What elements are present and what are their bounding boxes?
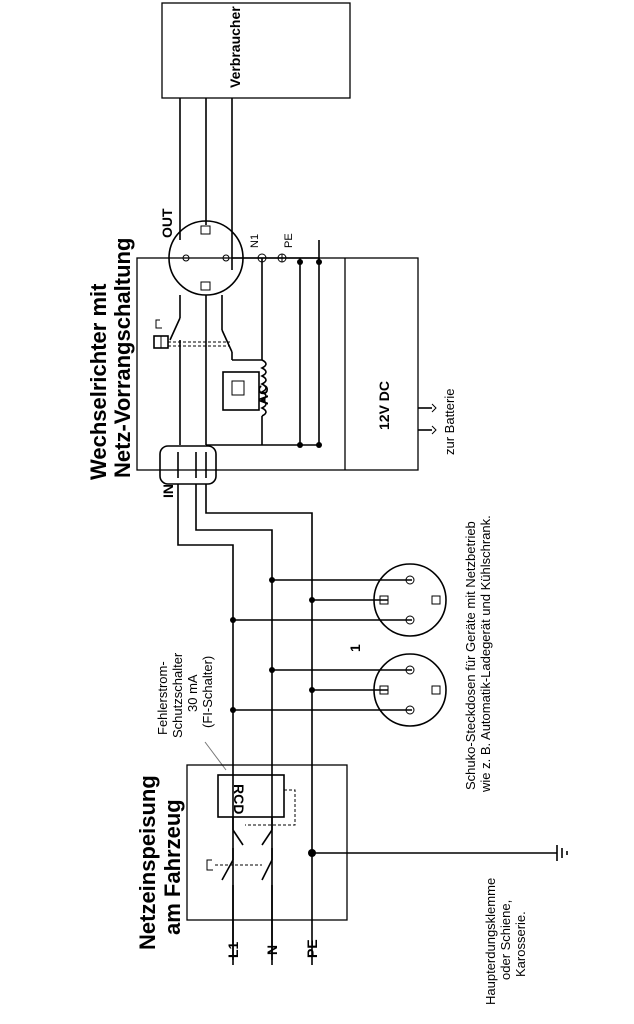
sockets-desc-1: Schuko-Steckdosen für Geräte mit Netzbet…	[463, 521, 478, 790]
schuko-socket-1	[230, 563, 447, 637]
in-socket: IN	[159, 445, 217, 498]
main-switch	[206, 848, 273, 965]
n1-label: N1	[249, 234, 261, 248]
inverter-title-2: Netz-Vorrangschaltung	[110, 238, 135, 478]
feed-title-1: Netzeinspeisung	[135, 775, 160, 950]
in-label: IN	[160, 484, 176, 498]
consumer-box: Verbraucher	[161, 2, 351, 99]
rcd-desc-2: Schutzschalter	[170, 652, 185, 738]
ac-module: AC	[206, 359, 319, 446]
battery-connection: zur Batterie	[418, 389, 457, 455]
pe-terminal-label: PE	[283, 233, 295, 248]
out-socket: OUT	[159, 208, 244, 296]
inverter-box: 12V DC	[136, 257, 419, 471]
ground-desc-1: Haupterdungsklemme	[483, 878, 498, 1005]
consumer-label: Verbraucher	[227, 6, 243, 88]
ground-connection	[308, 845, 568, 861]
out-label: OUT	[159, 208, 175, 238]
rcd-desc-3: 30 mA	[185, 674, 200, 712]
ground-desc-2: oder Schiene,	[498, 900, 513, 980]
feed-title-2: am Fahrzeug	[160, 799, 185, 935]
ac-label: AC	[255, 385, 271, 405]
battery-label: zur Batterie	[442, 389, 457, 455]
ground-desc-3: Karosserie.	[513, 911, 528, 977]
changeover-relay	[153, 295, 262, 445]
n-label: N	[264, 945, 280, 955]
dc-label: 12V DC	[376, 381, 392, 430]
rcd-desc-1: Fehlerstrom-	[155, 661, 170, 735]
feed-box	[186, 764, 348, 921]
schuko-socket-2	[230, 653, 447, 727]
pe-label: PE	[304, 939, 320, 958]
rcd-label: RCD	[231, 784, 247, 814]
l1-label: L1	[225, 941, 241, 958]
marker-1: 1	[347, 644, 363, 652]
sockets-desc-2: wie z. B. Automatik-Ladegerät und Kühlsc…	[478, 515, 493, 793]
rcd-breaker: RCD	[217, 774, 296, 846]
rcd-desc-4: (FI-Schalter)	[200, 656, 215, 728]
inverter-title-1: Wechselrichter mit	[86, 283, 111, 480]
